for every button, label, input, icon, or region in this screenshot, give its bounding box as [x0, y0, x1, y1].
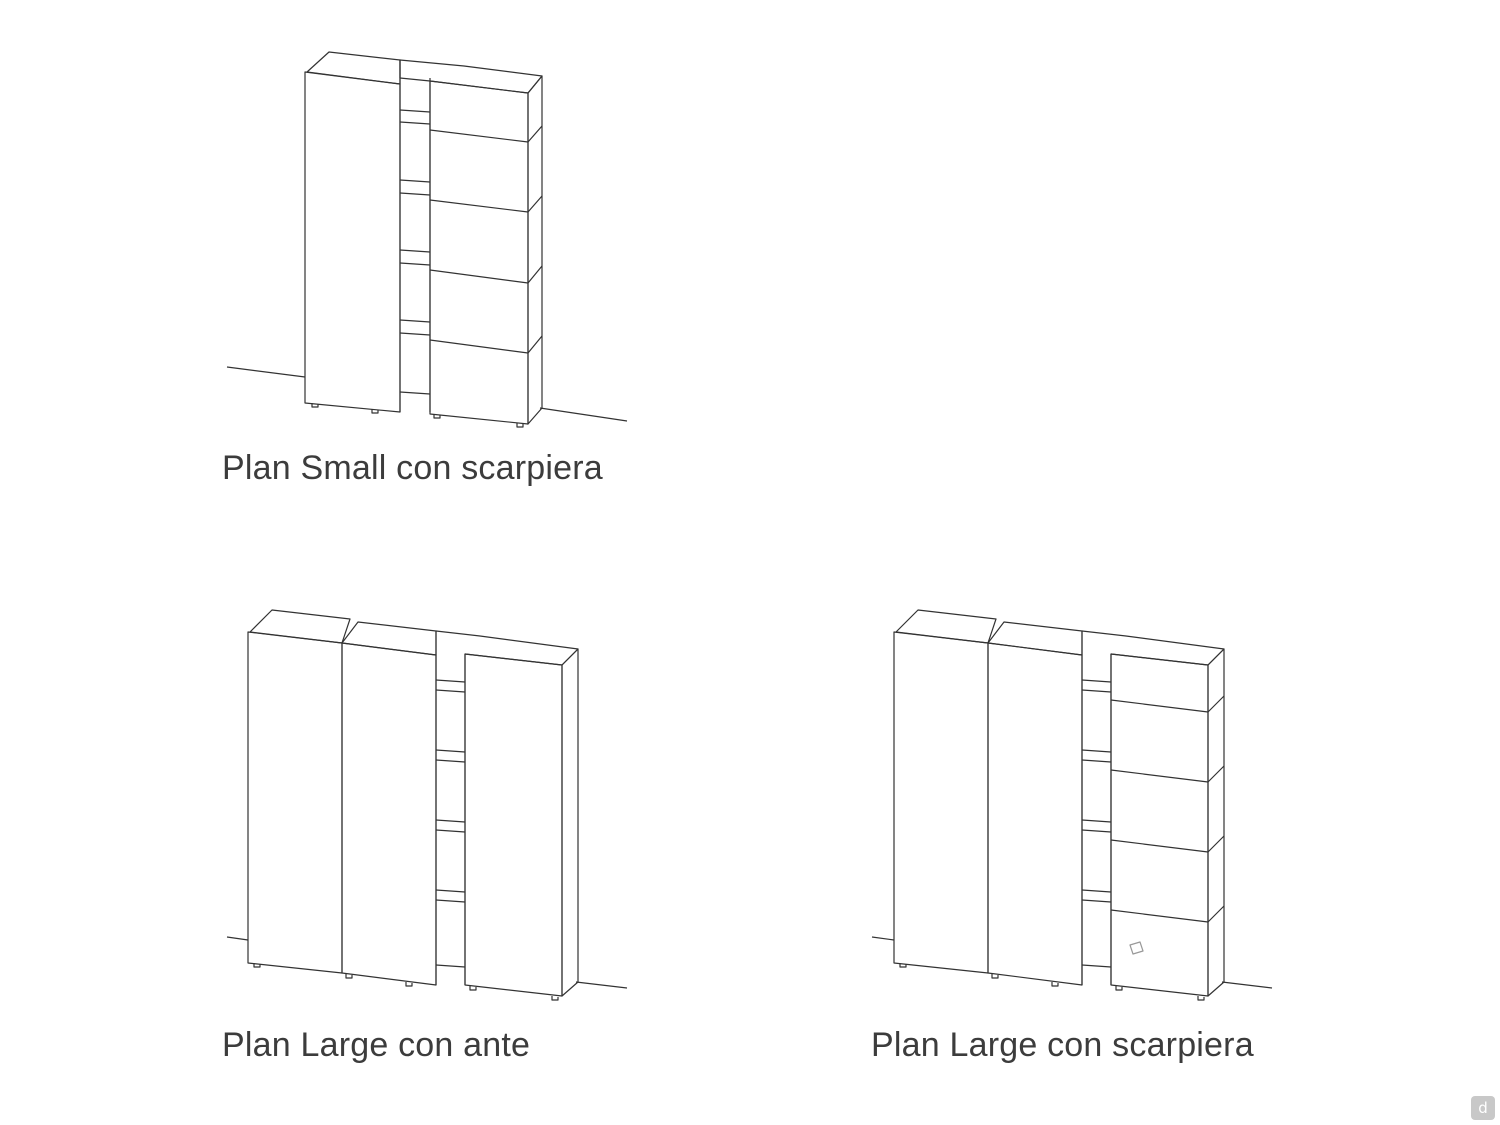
caption-plan-small-scarpiera: Plan Small con scarpiera — [222, 449, 603, 487]
wardrobe-small-drawing — [0, 0, 750, 500]
caption-plan-large-scarpiera: Plan Large con scarpiera — [871, 1026, 1254, 1064]
diagram-plan-large-ante: Plan Large con ante — [0, 0, 750, 1125]
wardrobe-large-ante-drawing — [0, 0, 750, 1125]
diagram-plan-small-scarpiera: Plan Small con scarpiera — [0, 0, 750, 500]
caption-plan-large-ante: Plan Large con ante — [222, 1026, 531, 1064]
d-logo-icon: d — [1471, 1096, 1495, 1120]
